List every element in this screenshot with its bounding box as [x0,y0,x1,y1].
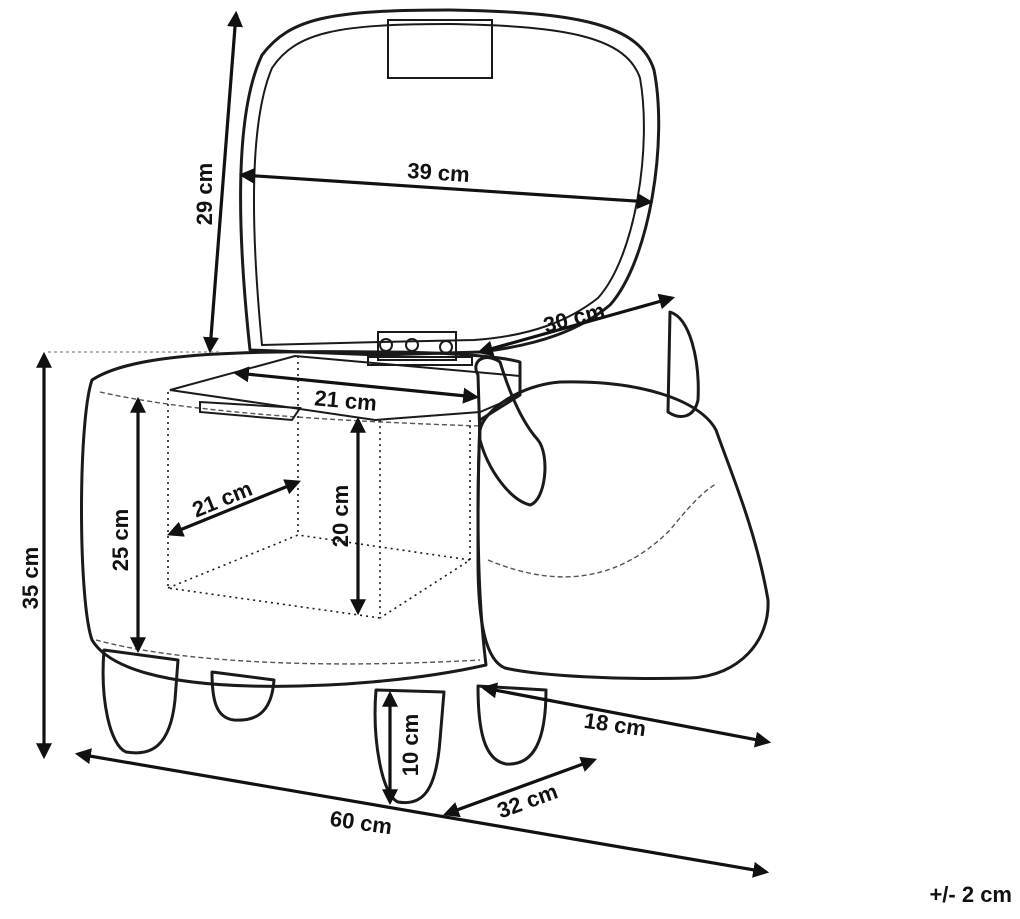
hinge [367,331,473,366]
head-length-label: 18 cm [582,708,647,741]
tolerance-note: +/- 2 cm [929,882,1012,907]
ottoman-body [80,350,522,688]
lid-height-line [203,10,243,354]
leg-height-label: 10 cm [398,714,423,776]
storage-depth-line [167,479,301,537]
total-length-line [74,748,770,878]
lid-width-line [238,167,654,210]
lid-width-label: 39 cm [407,158,471,187]
storage-depth-label: 21 cm [189,476,256,523]
dimension-lines [36,10,772,878]
body-height-label: 25 cm [108,509,133,571]
lid-depth-line [476,293,676,357]
dimension-labels: 29 cm 39 cm 30 cm 21 cm 21 cm 20 cm 25 c… [18,158,1012,907]
head-length-line [480,682,772,748]
total-length-label: 60 cm [328,806,393,839]
storage-width-label: 21 cm [313,385,377,415]
lid-height-label: 29 cm [192,163,217,225]
ottoman-drawing [80,8,770,805]
storage-width-line [232,366,480,404]
lid-depth-label: 30 cm [541,298,608,338]
lid-handle [387,19,493,79]
cow-head [474,310,770,680]
total-height-label: 35 cm [18,547,43,609]
legs [101,648,548,805]
storage-height-label: 20 cm [328,485,353,547]
